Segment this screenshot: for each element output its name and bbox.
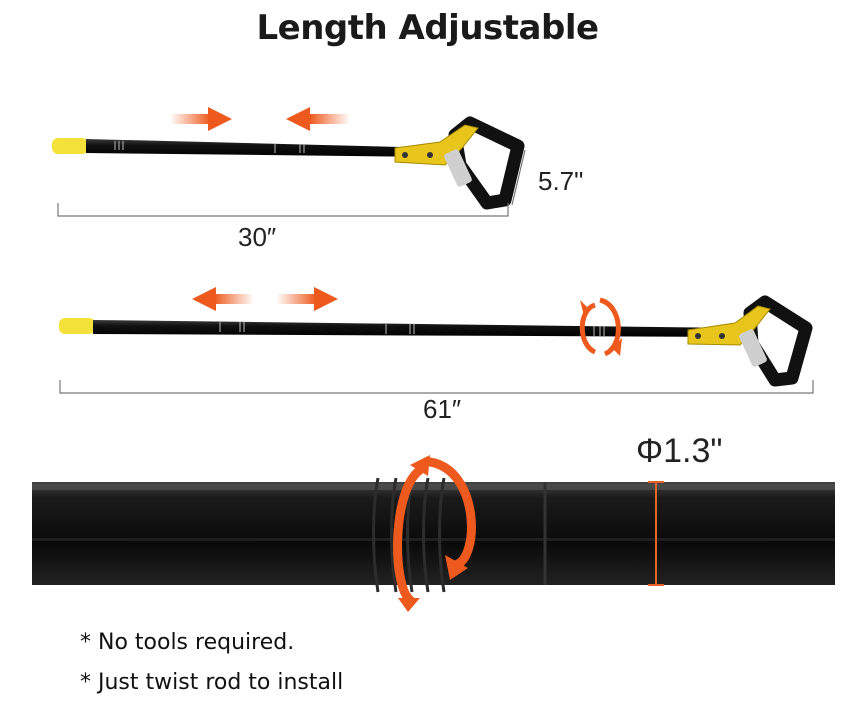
diameter-measure	[648, 481, 664, 586]
long-length-label: 61″	[423, 394, 461, 424]
page-title: Length Adjustable	[256, 8, 599, 48]
height-dimension-line	[511, 149, 526, 206]
rod	[86, 139, 440, 157]
short-hoe	[52, 107, 526, 217]
rod	[93, 320, 740, 337]
twist-arrows-icon	[579, 297, 621, 357]
handle-height-label: 5.7"	[538, 166, 583, 196]
compress-arrows-icon	[170, 107, 350, 131]
rod-closeup	[32, 455, 835, 612]
rod-joint-marks	[219, 322, 605, 336]
hoe-head-icon	[394, 116, 525, 210]
diameter-label: Φ1.3"	[636, 432, 722, 470]
yellow-tip-icon	[52, 138, 88, 154]
yellow-tip-icon	[59, 318, 95, 334]
length-dimension-line	[59, 380, 814, 394]
short-length-label: 30″	[238, 222, 276, 252]
length-dimension-line	[57, 203, 509, 217]
hoe-head-icon	[687, 295, 813, 387]
extend-arrows-icon	[192, 287, 338, 311]
note-twist-install: * Just twist rod to install	[80, 670, 344, 695]
twist-arrows-icon	[393, 457, 476, 605]
long-hoe	[59, 287, 814, 394]
rod-joint-marks	[114, 141, 305, 153]
note-no-tools: * No tools required.	[80, 630, 295, 655]
